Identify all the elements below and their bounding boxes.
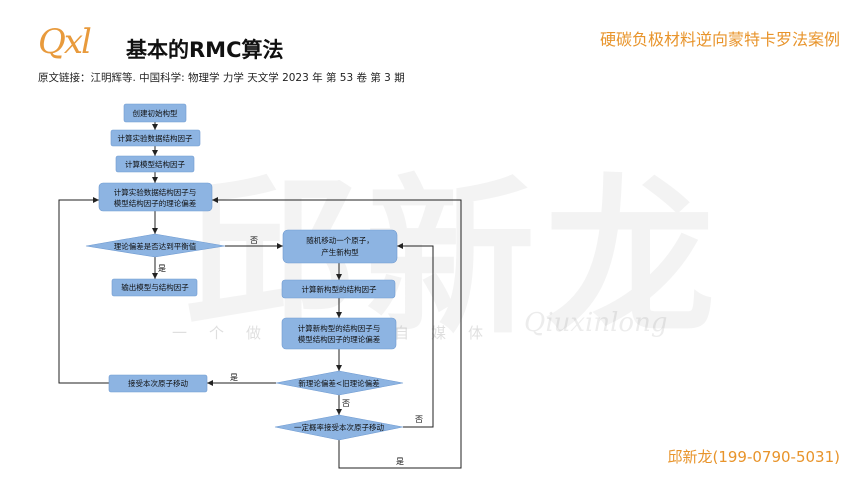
node-deviation <box>98 182 213 212</box>
decision-compare-label: 新理论偏差<旧理论偏差 <box>298 378 380 388</box>
node-calc-model-label: 计算模型结构因子 <box>125 159 185 169</box>
label-prob-yes: 是 <box>396 457 404 466</box>
arrow-accept-loop-back <box>58 197 109 384</box>
node-deviation-line1: 计算实验数据结构因子与 <box>114 187 197 197</box>
watermark-roman: Qiuxinlong <box>524 308 668 338</box>
label-prob-no: 否 <box>415 415 423 424</box>
node-calc-new <box>281 279 396 299</box>
label-compare-no: 否 <box>342 399 350 408</box>
node-init <box>123 103 187 123</box>
node-calc-model <box>115 155 195 173</box>
decision-probability-label: 一定概率接受本次原子移动 <box>294 422 384 432</box>
brand-logo: Qxl <box>38 22 92 62</box>
label-balance-yes: 是 <box>158 264 166 273</box>
node-output-label: 输出模型与结构因子 <box>121 282 189 292</box>
node-new-deviation-line2: 模型结构因子的理论偏差 <box>298 334 381 344</box>
node-init-label: 创建初始构型 <box>133 108 178 118</box>
node-move-atom-line2: 产生新构型 <box>321 247 359 257</box>
label-compare-yes: 是 <box>230 373 238 382</box>
arrow-prob-yes-loop-back <box>212 197 462 469</box>
node-calc-exp-label: 计算实验数据结构因子 <box>118 133 193 143</box>
decision-probability <box>274 414 404 441</box>
node-calc-new-label: 计算新构型的结构因子 <box>302 284 377 294</box>
node-move-atom <box>282 229 398 264</box>
node-deviation-line2: 模型结构因子的理论偏差 <box>114 198 197 208</box>
node-accept-label: 接受本次原子移动 <box>128 378 188 388</box>
decision-balance <box>85 233 226 258</box>
node-calc-exp <box>110 129 201 147</box>
node-new-deviation <box>281 317 397 350</box>
source-citation: 原文链接：江明辉等. 中国科学: 物理学 力学 天文学 2023 年 第 53 … <box>38 72 405 84</box>
decision-compare <box>275 370 404 396</box>
page-title: 基本的RMC算法 <box>126 38 284 62</box>
topic-title: 硬碳负极材料逆向蒙特卡罗法案例 <box>599 30 840 49</box>
node-accept <box>108 374 208 393</box>
label-balance-no: 否 <box>250 236 258 245</box>
watermark-text: 邱新龙 <box>185 120 725 366</box>
node-new-deviation-line1: 计算新构型的结构因子与 <box>298 323 381 333</box>
decision-balance-label: 理论偏差是否达到平衡值 <box>114 241 197 251</box>
arrow-prob-no-to-move <box>397 243 434 428</box>
contact-info: 邱新龙(199-0790-5031) <box>667 448 840 466</box>
node-move-atom-line1: 随机移动一个原子， <box>306 235 374 245</box>
node-output <box>111 278 198 297</box>
